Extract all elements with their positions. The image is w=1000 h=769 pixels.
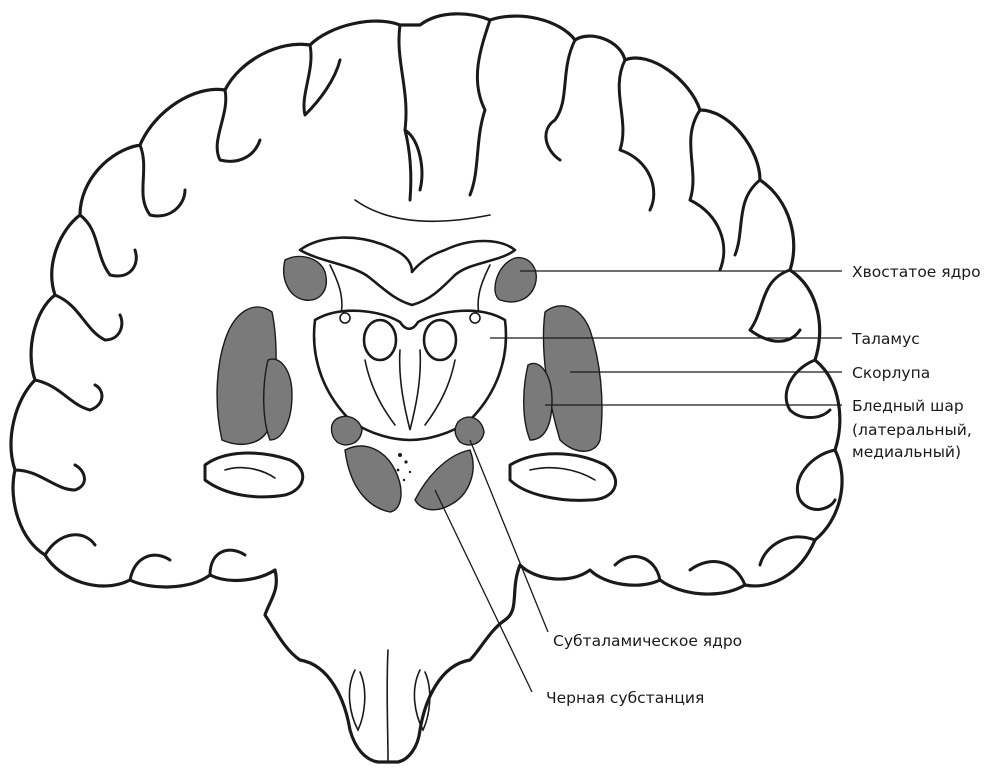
label-thalamus: Таламус (851, 330, 920, 348)
subthalamic-nucleus-right (455, 417, 484, 445)
subthalamic-nucleus-left (331, 416, 362, 445)
thalamus-right-lobe (424, 320, 456, 360)
label-globus-pallidus-line1: Бледный шар (852, 397, 964, 415)
brainstem-midline (387, 650, 388, 760)
label-caudate-nucleus: Хвостатое ядро (852, 263, 981, 281)
label-subthalamic-nucleus: Субталамическое ядро (553, 632, 742, 650)
thalamus-left-lobe (364, 320, 396, 360)
label-globus-pallidus-line3: медиальный) (852, 443, 961, 461)
label-putamen: Скорлупа (852, 364, 930, 382)
label-substantia-nigra: Черная субстанция (546, 689, 704, 707)
label-globus-pallidus-line2: (латеральный, (852, 421, 972, 439)
globus-pallidus-right (524, 363, 552, 440)
